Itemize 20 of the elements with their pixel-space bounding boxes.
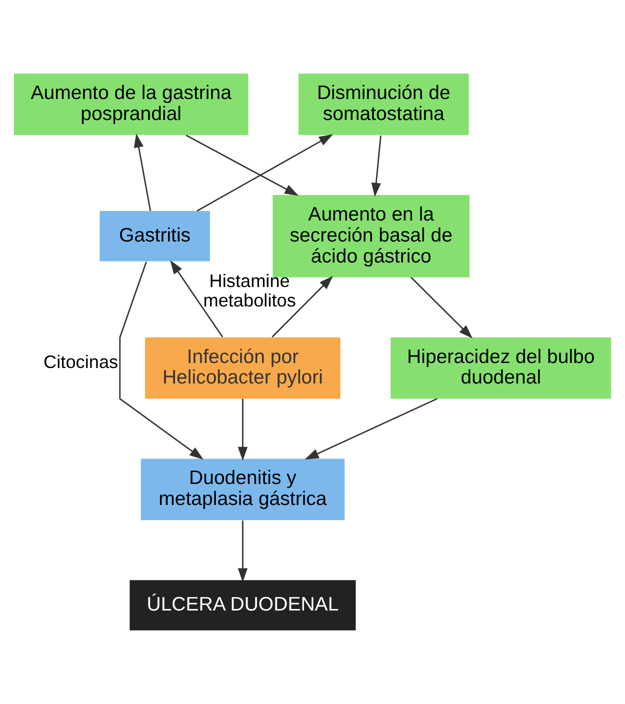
arrow [134, 134, 152, 212]
arrow [170, 260, 224, 338]
arrow [238, 520, 248, 582]
node-box: ÚLCERA DUODENAL [130, 580, 356, 630]
arrow [238, 398, 248, 461]
node-box: Duodenitis y metaplasia gástrica [140, 458, 345, 520]
node-box: Aumento de la gastrina posprandial [14, 74, 248, 135]
arrow [272, 276, 334, 338]
arrow [304, 398, 438, 460]
arrow [119, 262, 204, 460]
node-box: Infección por Helicobacter pylori [145, 337, 340, 399]
node-box: Gastritis [100, 211, 210, 262]
edge-label: Citocinas [44, 352, 118, 372]
node-box: Aumento en la secreción basal de ácido gástrico [272, 195, 470, 278]
node-box: Hiperacidez del bulbo duodenal [390, 337, 612, 399]
arrow [186, 134, 299, 196]
arrow [410, 276, 473, 339]
arrow [371, 136, 382, 197]
node-box: Disminución de somatostatina [298, 74, 469, 135]
arrow [196, 134, 334, 212]
